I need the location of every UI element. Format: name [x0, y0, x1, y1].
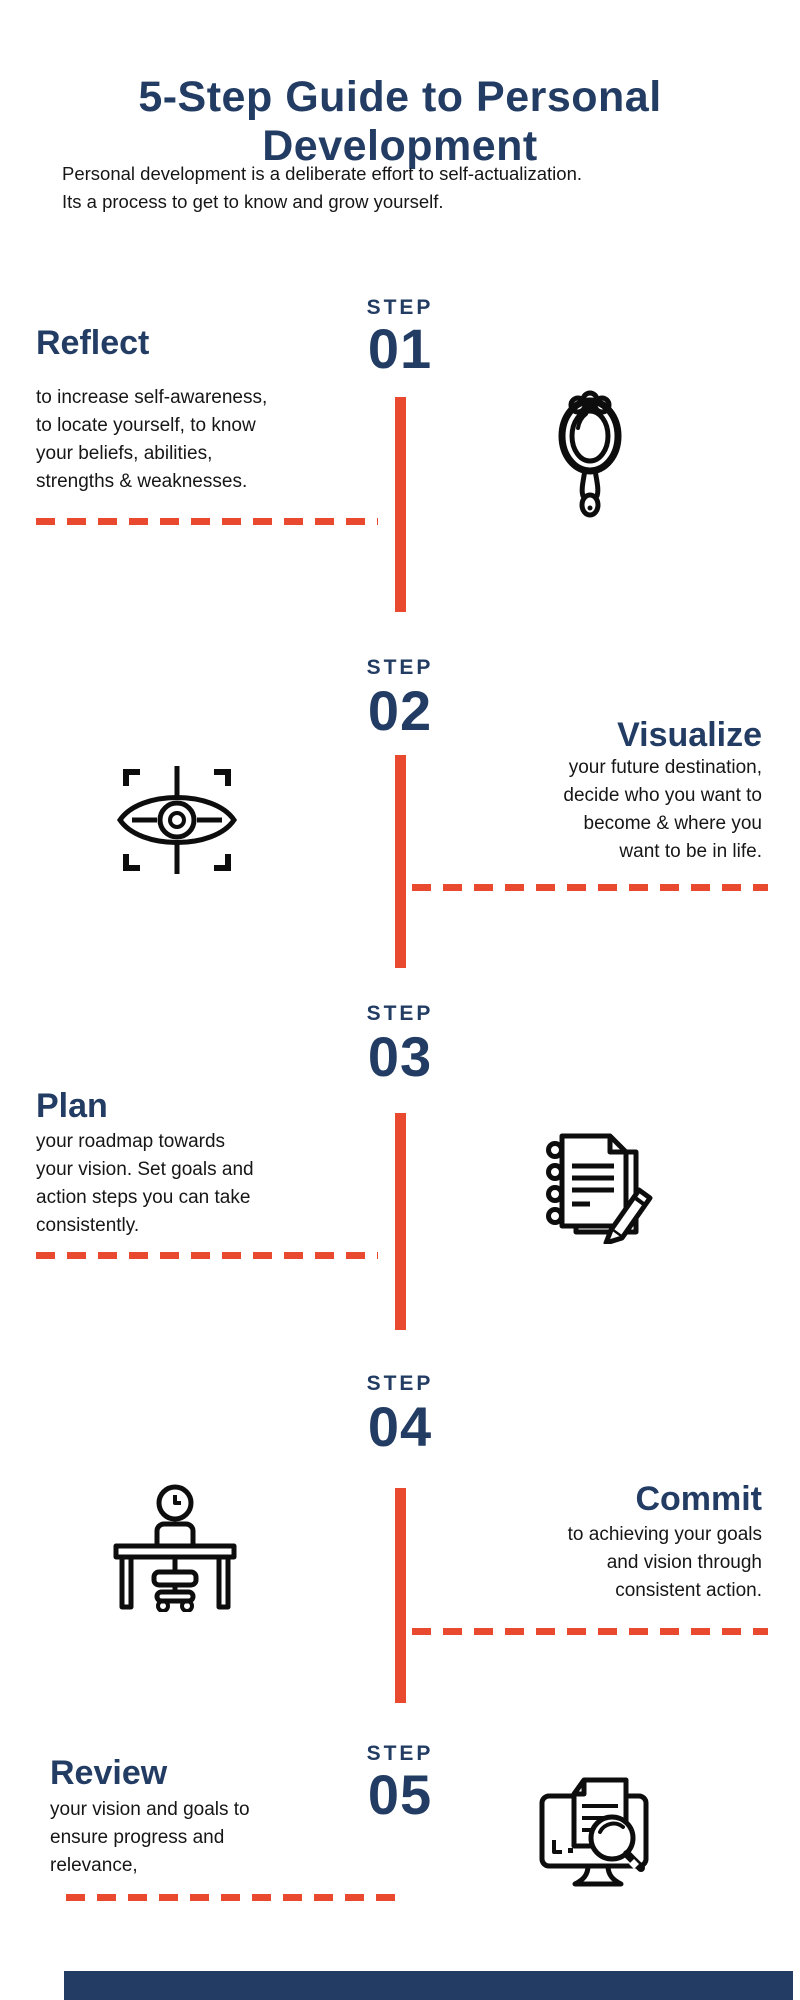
step-1-description: to increase self-awareness, to locate yo…: [36, 387, 268, 492]
step-4-number: 04: [367, 1395, 433, 1458]
page-title: 5-Step Guide to Personal Development: [138, 72, 662, 170]
timeline-bar-2: [395, 755, 406, 968]
notebook-pencil-icon: [536, 1126, 654, 1244]
step-1-title: Reflect: [36, 324, 150, 362]
step-4-label: STEP: [366, 1372, 434, 1395]
dashed-divider-3: [36, 1252, 378, 1259]
timeline-bar-3: [395, 1113, 406, 1330]
step-2-number: 02: [367, 679, 433, 742]
page-subtitle: Personal development is a deliberate eff…: [62, 162, 583, 212]
step-3-number: 03: [367, 1025, 433, 1088]
footer-accent-bar: [64, 1971, 793, 2000]
desk-chair-clock-icon: [110, 1484, 240, 1612]
step-2-label: STEP: [366, 656, 434, 679]
dashed-divider-5: [66, 1894, 406, 1901]
step-2-description: your future destination, decide who you …: [563, 757, 762, 862]
eye-focus-icon: [112, 764, 242, 876]
step-1-label: STEP: [366, 296, 434, 319]
step-4-title: Commit: [635, 1480, 762, 1518]
step-4-description: to achieving your goals and vision throu…: [567, 1524, 762, 1601]
dashed-divider-1: [36, 518, 378, 525]
step-5-number: 05: [367, 1763, 433, 1826]
step-5-label: STEP: [366, 1742, 434, 1765]
step-2-title: Visualize: [617, 716, 762, 754]
step-5-description: your vision and goals to ensure progress…: [50, 1799, 250, 1876]
step-1-number: 01: [367, 317, 433, 380]
hand-mirror-icon: [556, 390, 624, 522]
step-3-title: Plan: [36, 1087, 108, 1125]
timeline-bar-4: [395, 1488, 406, 1703]
step-3-description: your roadmap towards your vision. Set go…: [36, 1131, 254, 1236]
monitor-review-icon: [538, 1774, 658, 1896]
step-5-title: Review: [50, 1754, 168, 1792]
dashed-divider-2: [412, 884, 768, 891]
step-3-label: STEP: [366, 1002, 434, 1025]
dashed-divider-4: [412, 1628, 768, 1635]
timeline-bar-1: [395, 397, 406, 612]
